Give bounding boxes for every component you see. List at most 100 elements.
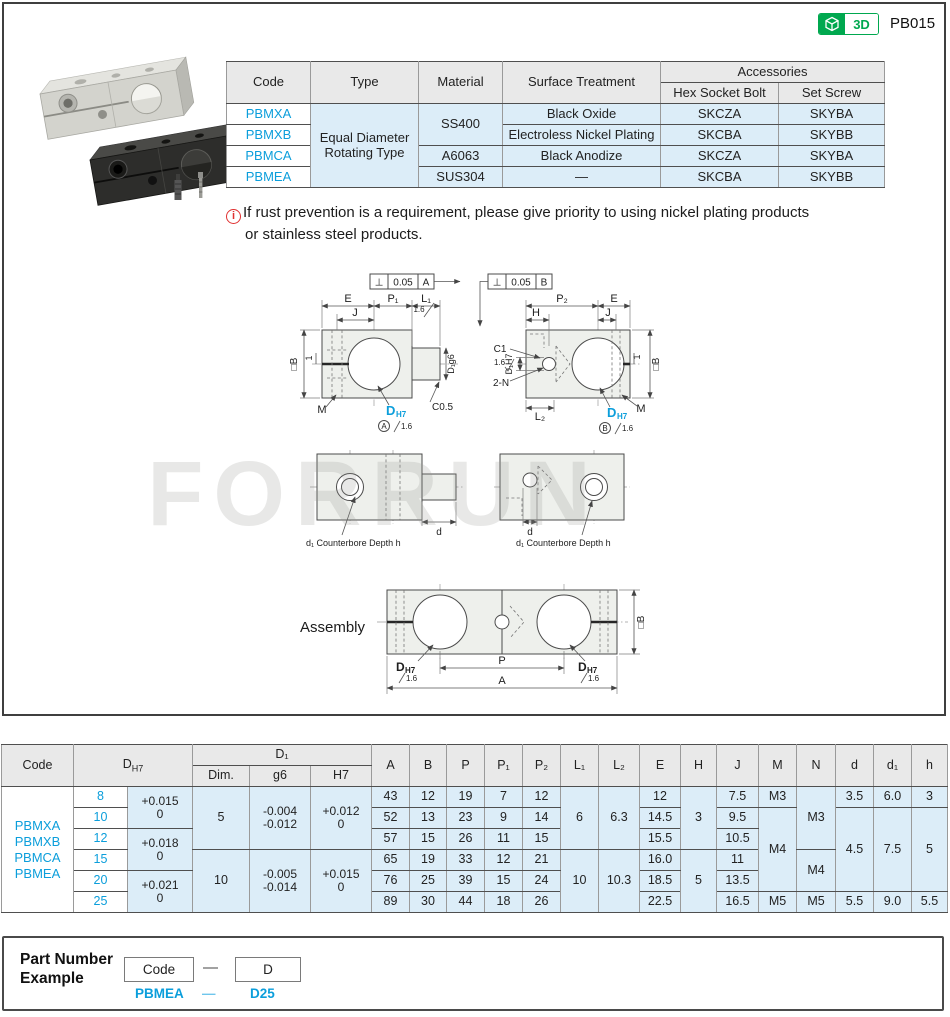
val-n: M5	[796, 891, 836, 913]
val-p1: 7	[484, 786, 523, 808]
spec-surface-3: —	[502, 166, 661, 188]
dimhdr-p2: P₂	[522, 744, 561, 787]
spec-code-pbmxb[interactable]: PBMXB	[226, 124, 311, 146]
dim-label-p2: P₂	[556, 293, 568, 305]
val-h: 5	[680, 849, 717, 913]
spec-setscrew-0: SKYBA	[778, 103, 885, 125]
d-value: 8	[73, 786, 128, 808]
dim-label-d1h7: D₁H7	[504, 353, 514, 374]
spec-header-material: Material	[418, 61, 503, 104]
view-3d-badge[interactable]: 3D	[818, 13, 879, 35]
val-p1: 11	[484, 828, 523, 850]
val-a: 89	[371, 891, 410, 913]
val-p2: 12	[522, 786, 561, 808]
datum-circle-b: B	[602, 424, 607, 433]
val-l1: 10	[560, 849, 599, 913]
pn-dash: —	[203, 959, 218, 976]
spec-row-pbmea: PBMEA SUS304 — SKCBA SKYBB	[226, 166, 885, 188]
val-a: 76	[371, 870, 410, 892]
dim-label-e-right: E	[610, 293, 617, 305]
val-p2: 26	[522, 891, 561, 913]
dim-label-2n: 2-N	[493, 378, 509, 389]
part-number-example: Part Number Example Code — D PBMEA — D25	[2, 936, 944, 1011]
val-b: 15	[409, 828, 447, 850]
val-p2: 24	[522, 870, 561, 892]
spec-hexbolt-3: SKCBA	[660, 166, 779, 188]
drawing-left-view: ⊥ 0.05 A E P₁ L₁ J	[289, 273, 461, 433]
drawing-counterbore-right: d d₁ Counterbore Depth h	[494, 450, 630, 548]
d-value: 10	[73, 807, 128, 829]
spec-header-set-screw: Set Screw	[778, 82, 885, 104]
dimhdr-h7fit: H7	[310, 765, 372, 787]
val-p: 44	[446, 891, 485, 913]
spec-surface-1: Electroless Nickel Plating	[502, 124, 661, 146]
tolerance-frame-a: ⊥ 0.05 A	[369, 273, 461, 290]
g6-tol-0: -0.004-0.012	[249, 786, 311, 850]
assembly-r16-left: 1.6	[406, 674, 418, 683]
val-e: 12	[639, 786, 681, 808]
tolerance-frame-b: ⊥ 0.05 B	[477, 273, 553, 327]
drawing-right-view: ⊥ 0.05 B P₂ E H J	[477, 273, 662, 435]
assembly-h7-right: H7	[587, 666, 598, 675]
val-m: M4	[758, 807, 797, 892]
spec-material-sus304: SUS304	[418, 166, 503, 188]
dim-label-p1: P₁	[387, 293, 398, 305]
technical-drawings: ⊥ 0.05 A E P₁ L₁ J	[289, 273, 662, 694]
dimhdr-dh7: DH7	[73, 744, 193, 787]
pn-example-dash: —	[202, 986, 216, 1001]
spec-code-pbmca[interactable]: PBMCA	[226, 145, 311, 167]
dimhdr-j: J	[716, 744, 759, 787]
bore-fit-h7-right: H7	[617, 412, 628, 421]
roughness-bore-right: 1.6	[622, 424, 634, 433]
val-e: 18.5	[639, 870, 681, 892]
dimhdr-g6: g6	[249, 765, 311, 787]
d-value: 12	[73, 828, 128, 850]
pn-example-code: PBMEA	[135, 986, 184, 1001]
note-line1: If rust prevention is a requirement, ple…	[243, 204, 810, 221]
dim-label-l2: L₂	[535, 411, 545, 423]
assembly-label: Assembly	[300, 619, 366, 636]
product-photo	[39, 56, 230, 206]
spec-table: Code Type Material Surface Treatment Acc…	[226, 61, 885, 188]
val-p: 33	[446, 849, 485, 871]
val-j: 11	[716, 849, 759, 871]
val-e: 16.0	[639, 849, 681, 871]
dimhdr-a: A	[371, 744, 410, 787]
val-a: 65	[371, 849, 410, 871]
datum-ref-a: A	[423, 278, 430, 289]
val-b: 25	[409, 870, 447, 892]
spec-header-code: Code	[226, 61, 311, 104]
spec-setscrew-1: SKYBB	[778, 124, 885, 146]
val-j: 13.5	[716, 870, 759, 892]
val-p1: 12	[484, 849, 523, 871]
dimhdr-d1-group: D₁	[192, 744, 372, 766]
spec-code-pbmxa[interactable]: PBMXA	[226, 103, 311, 125]
dimension-table: Code DH7 D₁ A B P P₁ P₂ L₁ L₂ E H J M N …	[1, 744, 948, 913]
perp-symbol-b: ⊥	[493, 278, 502, 289]
dimhdr-d1-small: d₁	[873, 744, 912, 787]
dim-label-j-right: J	[605, 307, 611, 319]
drawing-assembly: Assembly □B	[300, 584, 647, 694]
val-e: 14.5	[639, 807, 681, 829]
val-m: M5	[758, 891, 797, 913]
spec-setscrew-3: SKYBB	[778, 166, 885, 188]
spec-row-pbmca: PBMCA A6063 Black Anodize SKCZA SKYBA	[226, 145, 885, 167]
d-value: 15	[73, 849, 128, 871]
val-a: 43	[371, 786, 410, 808]
chamfer-c05: C0.5	[432, 402, 454, 413]
main-frame: 3D PB015	[2, 2, 946, 716]
spec-code-pbmea[interactable]: PBMEA	[226, 166, 311, 188]
pn-example-d: D25	[250, 986, 275, 1001]
dim-label-d-left: d	[436, 527, 442, 538]
val-p: 19	[446, 786, 485, 808]
dim-label-sqb-right: □B	[651, 357, 662, 370]
val-p2: 14	[522, 807, 561, 829]
spec-hexbolt-0: SKCZA	[660, 103, 779, 125]
pn-d-box: D	[235, 957, 301, 982]
dim-label-sqb-left: □B	[289, 357, 300, 370]
